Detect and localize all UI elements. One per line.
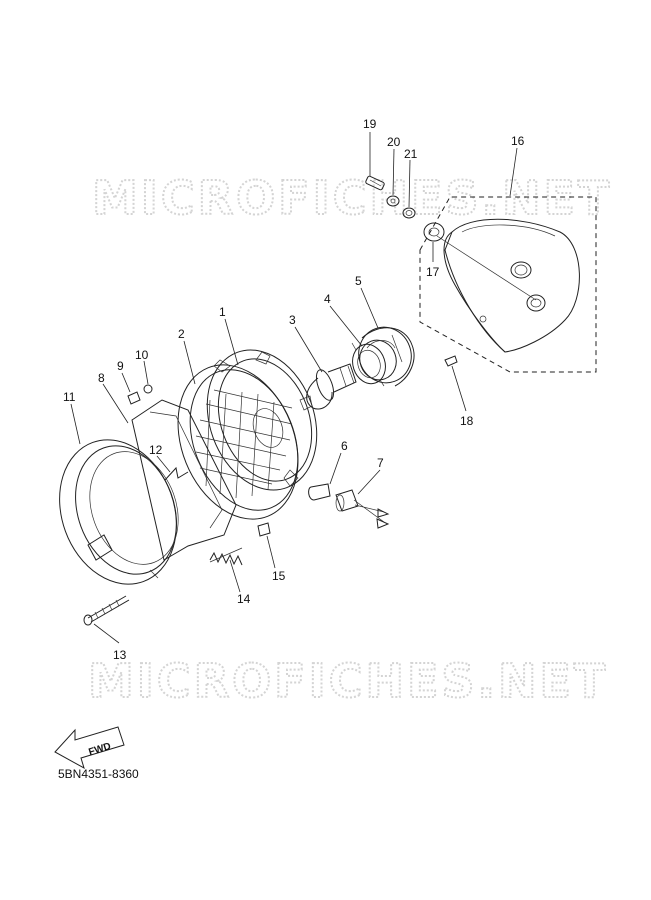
callout-5: 5 [355, 274, 362, 288]
socket-cover [358, 326, 415, 387]
reflector-unit [206, 349, 318, 491]
callout-10: 10 [135, 348, 149, 362]
callout-6: 6 [341, 439, 348, 453]
collar [402, 207, 416, 219]
leader-lines [70, 132, 518, 644]
position-socket [335, 489, 390, 529]
watermark-top: MICROFICHES.NET [92, 171, 612, 225]
callouts: 1 2 3 4 5 6 7 8 9 10 11 12 13 14 15 16 1… [63, 117, 525, 662]
fwd-arrow: FWD [54, 726, 125, 770]
watermark-bottom: MICROFICHES.NET [88, 654, 608, 708]
bracket-screw [127, 391, 141, 405]
mounting-bracket [131, 399, 237, 561]
callout-7: 7 [377, 456, 384, 470]
headlight-bulb [306, 363, 357, 410]
callout-14: 14 [237, 592, 251, 606]
housing-screw [444, 355, 458, 367]
callout-16: 16 [511, 134, 525, 148]
callout-21: 21 [404, 147, 418, 161]
fwd-label: FWD [87, 741, 112, 758]
callout-19: 19 [363, 117, 377, 131]
adjusting-nut [257, 522, 271, 537]
callout-3: 3 [289, 313, 296, 327]
drawing-code: 5BN4351-8360 [58, 767, 139, 781]
adjusting-screw [83, 595, 130, 626]
callout-4: 4 [324, 292, 331, 306]
callout-17: 17 [426, 265, 440, 279]
housing-bolt [365, 175, 385, 191]
callout-18: 18 [460, 414, 474, 428]
headlight-rim [59, 439, 179, 585]
washer [386, 195, 400, 207]
callout-20: 20 [387, 135, 401, 149]
callout-15: 15 [272, 569, 286, 583]
lens-spring [164, 466, 189, 481]
headlight-lens [177, 364, 299, 520]
callout-9: 9 [117, 359, 124, 373]
callout-13: 13 [113, 648, 127, 662]
grommet [423, 222, 445, 242]
adjusting-spring [209, 547, 243, 566]
housing-group-box [419, 196, 597, 373]
callout-1: 1 [219, 305, 226, 319]
callout-2: 2 [178, 327, 185, 341]
headlight-housing [436, 218, 580, 353]
bracket-washer [143, 384, 153, 394]
callout-8: 8 [98, 371, 105, 385]
callout-11: 11 [63, 390, 76, 404]
position-bulb [308, 483, 331, 501]
bulb-retainer [351, 342, 386, 387]
callout-12: 12 [149, 443, 163, 457]
